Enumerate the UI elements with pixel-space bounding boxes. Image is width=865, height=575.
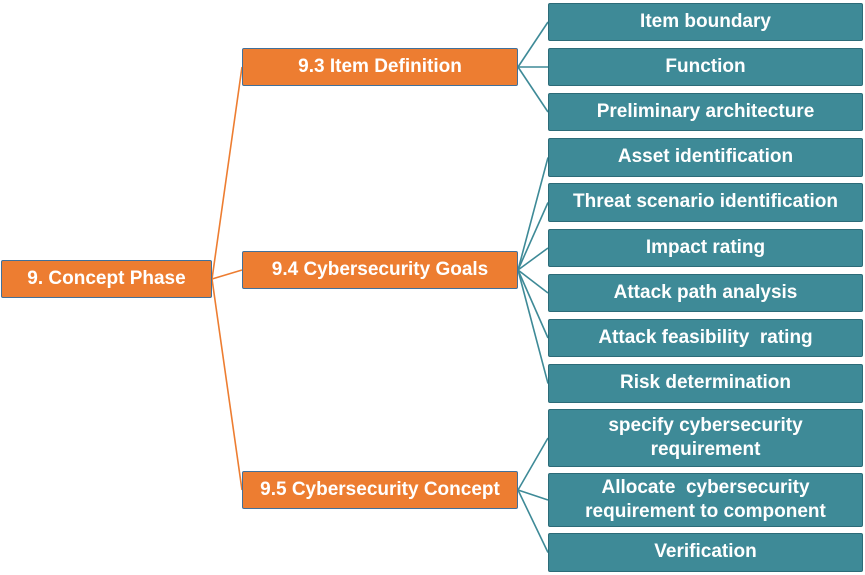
node-label: Attack path analysis <box>613 281 798 303</box>
connector-node-attack-feasibility-rating <box>517 269 549 339</box>
node-label: Risk determination <box>619 372 792 394</box>
node-label: Threat scenario identification <box>573 191 838 213</box>
connector-node-risk-determination <box>517 269 549 384</box>
node-function: Function <box>548 48 863 86</box>
node-attack-path-analysis: Attack path analysis <box>548 274 863 312</box>
node-label: Function <box>665 55 746 77</box>
node-cybersecurity-concept: 9.5 Cybersecurity Concept <box>242 471 518 509</box>
node-concept-phase: 9. Concept Phase <box>1 260 212 298</box>
node-attack-feasibility-rating: Attack feasibility rating <box>548 319 863 357</box>
node-label: specify cybersecurity requirement <box>608 414 808 460</box>
connector-node-item-boundary <box>517 21 549 68</box>
node-label: 9. Concept Phase <box>27 267 186 289</box>
connector-node-threat-scenario-identification <box>517 202 549 271</box>
node-item-boundary: Item boundary <box>548 3 863 41</box>
node-label: 9.4 Cybersecurity Goals <box>271 258 489 280</box>
node-cybersecurity-goals: 9.4 Cybersecurity Goals <box>242 251 518 289</box>
connector-node-item-definition <box>211 66 243 280</box>
connector-node-specify-cybersecurity-requirement <box>517 437 549 491</box>
connector-node-impact-rating <box>517 247 549 271</box>
connector-node-cybersecurity-concept <box>211 278 243 491</box>
node-label: Attack feasibility rating <box>598 326 813 348</box>
node-label: Asset identification <box>617 146 794 168</box>
node-specify-cybersecurity-requirement: specify cybersecurity requirement <box>548 409 863 467</box>
node-preliminary-architecture: Preliminary architecture <box>548 93 863 131</box>
node-asset-identification: Asset identification <box>548 138 863 177</box>
node-label: Verification <box>654 541 757 563</box>
node-allocate-requirement-to-component: Allocate cybersecurity requirement to co… <box>548 473 863 527</box>
connector-node-cybersecurity-goals <box>211 269 243 280</box>
connector-node-asset-identification <box>517 157 549 271</box>
node-label: Impact rating <box>645 236 766 258</box>
node-label: 9.5 Cybersecurity Concept <box>260 478 500 500</box>
node-label: Preliminary architecture <box>596 100 815 122</box>
connector-node-verification <box>517 489 549 553</box>
node-label: Item boundary <box>640 10 771 32</box>
connector-node-allocate-requirement-to-component <box>517 489 549 501</box>
node-verification: Verification <box>548 533 863 572</box>
node-label: 9.3 Item Definition <box>298 55 462 77</box>
node-risk-determination: Risk determination <box>548 364 863 403</box>
node-threat-scenario-identification: Threat scenario identification <box>548 183 863 222</box>
node-impact-rating: Impact rating <box>548 229 863 267</box>
node-label: Allocate cybersecurity requirement to co… <box>585 476 826 522</box>
node-item-definition: 9.3 Item Definition <box>242 48 518 86</box>
connector-node-preliminary-architecture <box>517 66 549 113</box>
connector-node-attack-path-analysis <box>517 269 549 294</box>
